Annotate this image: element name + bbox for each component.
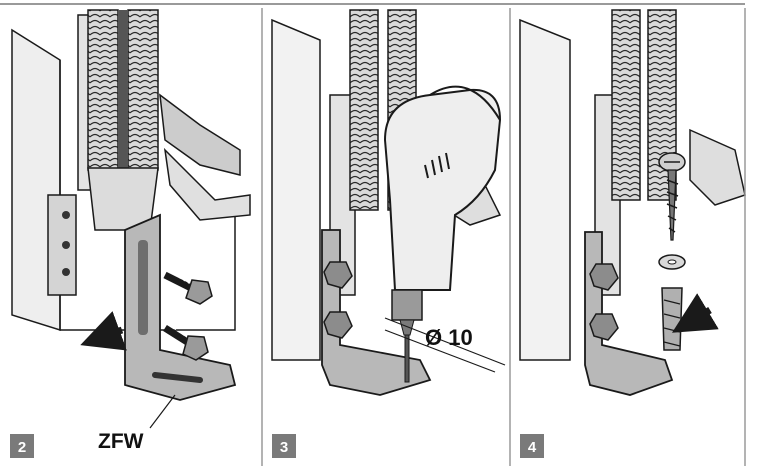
dimension-line-upper — [384, 317, 506, 366]
drill — [383, 85, 502, 383]
screw-head-lower — [589, 313, 619, 341]
dimension-line-lower — [384, 329, 496, 373]
spring-left — [87, 9, 119, 171]
wall-plug — [661, 287, 683, 351]
panel-number-box-2 — [10, 434, 34, 458]
direction-arrow — [80, 311, 127, 351]
spring-left — [349, 9, 379, 211]
drill-chuck — [391, 289, 423, 321]
spring-right — [127, 9, 159, 171]
drill-body — [383, 88, 502, 291]
drill-bit — [404, 334, 410, 383]
screw-head-lower — [323, 311, 353, 339]
panel-2: ZFW 2 — [10, 9, 251, 458]
panel-number-3: 3 — [280, 439, 288, 456]
part-label-zfw: ZFW — [98, 430, 144, 453]
panel-number-box-4 — [520, 434, 544, 458]
cabinet-side-wall — [519, 18, 571, 361]
screw-head-upper — [323, 261, 353, 289]
cabinet-side-wall — [271, 18, 321, 361]
panel-number-2: 2 — [18, 439, 26, 456]
direction-arrow — [671, 293, 719, 333]
screw-head-upper — [589, 263, 619, 291]
panel-number-4: 4 — [528, 439, 537, 456]
wood-screw — [658, 152, 686, 241]
lift-mechanism — [159, 93, 241, 176]
panel-4: 4 — [519, 9, 746, 458]
spring-left — [611, 9, 641, 201]
panel-number-box-3 — [272, 434, 296, 458]
panel-3: Ø 10 3 — [271, 9, 506, 458]
zfw-bracket — [124, 213, 237, 401]
screw-upper — [163, 269, 213, 305]
screw-lower — [163, 322, 209, 361]
drill-diameter-label: Ø 10 — [425, 325, 473, 350]
